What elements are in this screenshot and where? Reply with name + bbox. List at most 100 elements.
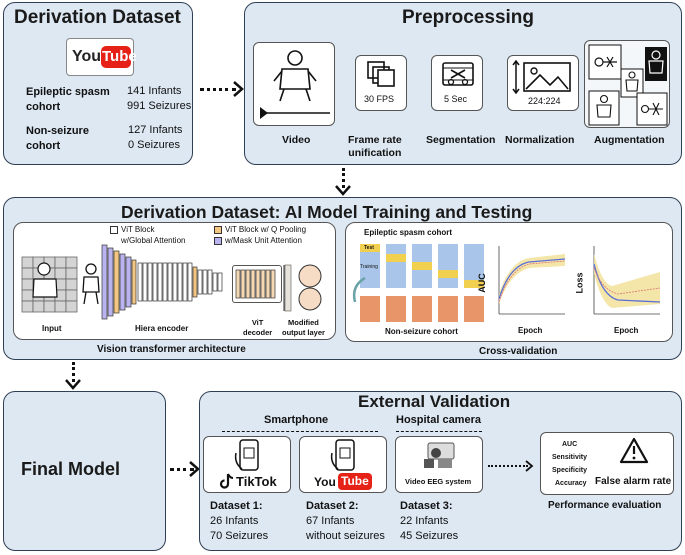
dataset3-title: Dataset 3:: [400, 500, 453, 512]
output-nodes: [283, 264, 322, 312]
vit-caption: Vision transformer architecture: [97, 344, 246, 355]
cv-train-label: Training: [360, 264, 378, 270]
metric-auc: AUC: [562, 441, 578, 448]
tiktok-box: TikTok: [203, 436, 291, 493]
augmentation-label: Augmentation: [594, 134, 665, 146]
loss-chart: [593, 246, 661, 315]
dataset1-infants: 26 Infants: [210, 515, 259, 527]
frame-rate-box: 30 FPS: [355, 55, 407, 111]
video-label: Video: [282, 134, 311, 146]
arrowhead-right-3: [525, 460, 534, 472]
dataset3-seizures: 45 Seizures: [400, 530, 459, 542]
epileptic-seizures: 991 Seizures: [127, 100, 192, 112]
dataset2-seizures: without seizures: [306, 530, 385, 542]
normalization-box: 224:224: [507, 55, 579, 111]
derivation-dataset-panel: [3, 2, 193, 165]
yt-small-you: You: [314, 475, 336, 489]
false-alarm-text: False alarm rate: [595, 476, 672, 487]
external-title: External Validation: [358, 392, 511, 411]
arrowhead-right-2: [189, 461, 200, 477]
legend-global-attention: w/Global Attention: [121, 236, 186, 245]
arrowhead-down-2: [65, 379, 81, 390]
arrow-to-external: [170, 468, 194, 471]
legend-vit-block: ViT Block: [121, 225, 155, 234]
derivation-title: Derivation Dataset: [14, 7, 181, 28]
dataset1-title: Dataset 1:: [210, 500, 263, 512]
loss-axis-label: Loss: [574, 272, 585, 294]
legend-q-pooling: ViT Block w/ Q Pooling: [225, 225, 307, 234]
youtube-small-logo: You Tube: [314, 473, 374, 491]
fps-caption: 30 FPS: [364, 94, 395, 104]
hospital-label: Hospital camera: [396, 414, 481, 426]
legend-mask-unit-swatch: [214, 237, 222, 245]
nonseizure-seizures: 0 Seizures: [128, 139, 180, 151]
smartphone-divider: [222, 431, 378, 432]
cv-test-label: Test: [364, 245, 374, 251]
arrow-to-preprocessing: [200, 88, 236, 91]
film-cut-icon: [442, 62, 474, 86]
youtube-tube-text: Tube: [102, 48, 137, 65]
performance-box: AUC Sensitivity Specificity Accuracy Fal…: [540, 432, 674, 495]
video-box: [253, 42, 335, 126]
input-label: Input: [42, 324, 62, 333]
metric-accuracy: Accuracy: [555, 480, 587, 487]
hospital-divider: [396, 431, 482, 432]
hiera-encoder-label: Hiera encoder: [135, 324, 189, 333]
baby-icon: [273, 50, 317, 102]
augmentation-box: [584, 40, 670, 128]
input-patch-grid: [21, 256, 78, 313]
dataset2-infants: 67 Infants: [306, 515, 355, 527]
arrow-to-performance: [488, 465, 528, 467]
youtube-you-text: You: [72, 48, 102, 65]
augmentation-icon: [588, 44, 668, 126]
camera-icon: [424, 442, 455, 468]
phone-icon: [234, 439, 259, 471]
final-model-title: Final Model: [21, 459, 120, 479]
dataset1-seizures: 70 Seizures: [210, 530, 269, 542]
warning-icon: [619, 437, 649, 464]
output-layer: [283, 257, 326, 315]
final-model-panel: [3, 391, 166, 551]
normalization-label: Normalization: [505, 134, 575, 146]
metric-sensitivity: Sensitivity: [552, 454, 588, 461]
tiktok-text: TikTok: [236, 474, 277, 489]
arrowhead-right-1: [233, 81, 244, 97]
dataset3-infants: 22 Infants: [400, 515, 449, 527]
arrow-to-final-model: [72, 362, 75, 382]
vit-decoder: [232, 265, 282, 303]
phone-icon-2: [330, 439, 355, 471]
cv-caption: Cross-validation: [479, 346, 558, 357]
legend-q-pooling-swatch: [214, 226, 222, 234]
segmentation-label: Segmentation: [426, 134, 496, 146]
hiera-layers: [101, 244, 223, 320]
youtube-box: You Tube: [299, 436, 387, 493]
yt-small-tube-badge: Tube: [338, 473, 372, 490]
yt-small-tube-text: Tube: [341, 474, 369, 488]
video-timeline-icon: [260, 107, 330, 119]
metric-specificity: Specificity: [552, 467, 588, 474]
legend-mask-unit: w/Mask Unit Attention: [225, 236, 302, 245]
fold-grid: [360, 244, 484, 322]
video-eeg-box: Video EEG system: [395, 436, 483, 493]
segment-caption: 5 Sec: [444, 94, 468, 104]
frames-icon: [367, 61, 395, 87]
video-eeg-text: Video EEG system: [405, 477, 472, 486]
epileptic-infants: 141 Infants: [127, 85, 182, 97]
cv-cohort-bottom: Non-seizure cohort: [385, 327, 458, 336]
image-resize-icon: [512, 59, 571, 95]
preprocessing-title: Preprocessing: [402, 7, 534, 28]
auc-epoch-label: Epoch: [518, 326, 543, 335]
performance-caption: Performance evaluation: [548, 500, 662, 511]
auc-axis-label: AUC: [476, 273, 487, 293]
cv-curved-arrow: [352, 276, 366, 303]
decoder-layers: [235, 269, 276, 299]
auc-chart: [498, 246, 566, 315]
youtube-logo: You Tube: [66, 38, 137, 76]
dataset2-title: Dataset 2:: [306, 500, 359, 512]
arrowhead-down-1: [335, 185, 351, 196]
